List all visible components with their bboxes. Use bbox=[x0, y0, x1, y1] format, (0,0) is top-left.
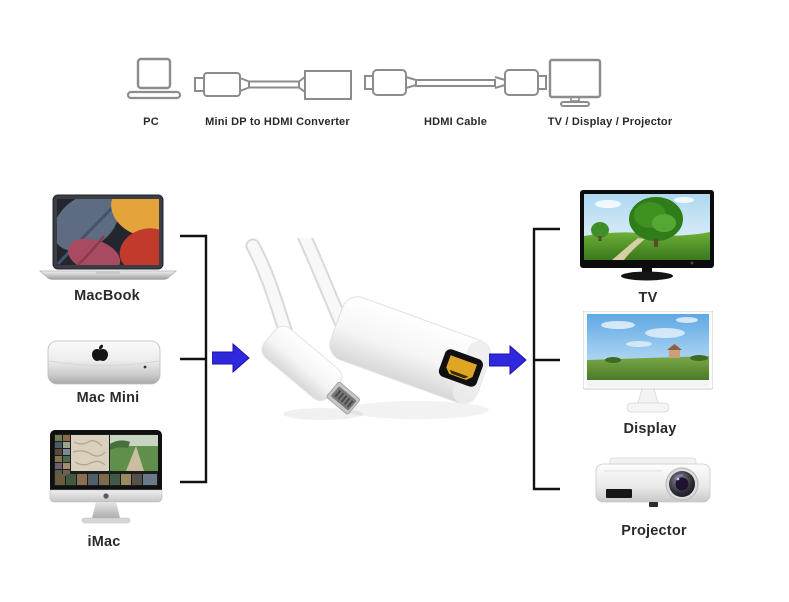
imac-label: iMac bbox=[87, 534, 121, 550]
pc-label: PC bbox=[143, 116, 159, 128]
hdmi-cable-outline-icon bbox=[363, 59, 548, 107]
projector-label: Projector bbox=[621, 523, 687, 539]
mac-mini-label: Mac Mini bbox=[76, 390, 140, 406]
tv-label: TV bbox=[638, 290, 658, 306]
imac-photo bbox=[44, 430, 168, 528]
monitor-outline-icon bbox=[548, 58, 602, 108]
display-monitor-photo bbox=[583, 311, 713, 413]
display-label: Display bbox=[623, 421, 677, 437]
mini-displayport-to-hdmi-adapter-photo bbox=[205, 238, 505, 438]
tv-photo bbox=[580, 190, 714, 284]
left-arrow-icon bbox=[212, 343, 250, 373]
mini-dp-converter-outline-icon bbox=[193, 62, 355, 108]
mac-mini-photo bbox=[46, 339, 162, 387]
laptop-outline-icon bbox=[123, 56, 185, 104]
macbook-photo bbox=[38, 192, 178, 284]
sources-bracket bbox=[177, 234, 209, 484]
macbook-label: MacBook bbox=[74, 288, 140, 304]
projector-photo bbox=[594, 457, 714, 511]
converter-label: Mini DP to HDMI Converter bbox=[205, 116, 350, 128]
outputs-bracket bbox=[531, 227, 563, 491]
output-devices-label: TV / Display / Projector bbox=[547, 116, 673, 128]
right-arrow-icon bbox=[489, 345, 527, 375]
hdmi-cable-label: HDMI Cable bbox=[423, 116, 488, 128]
